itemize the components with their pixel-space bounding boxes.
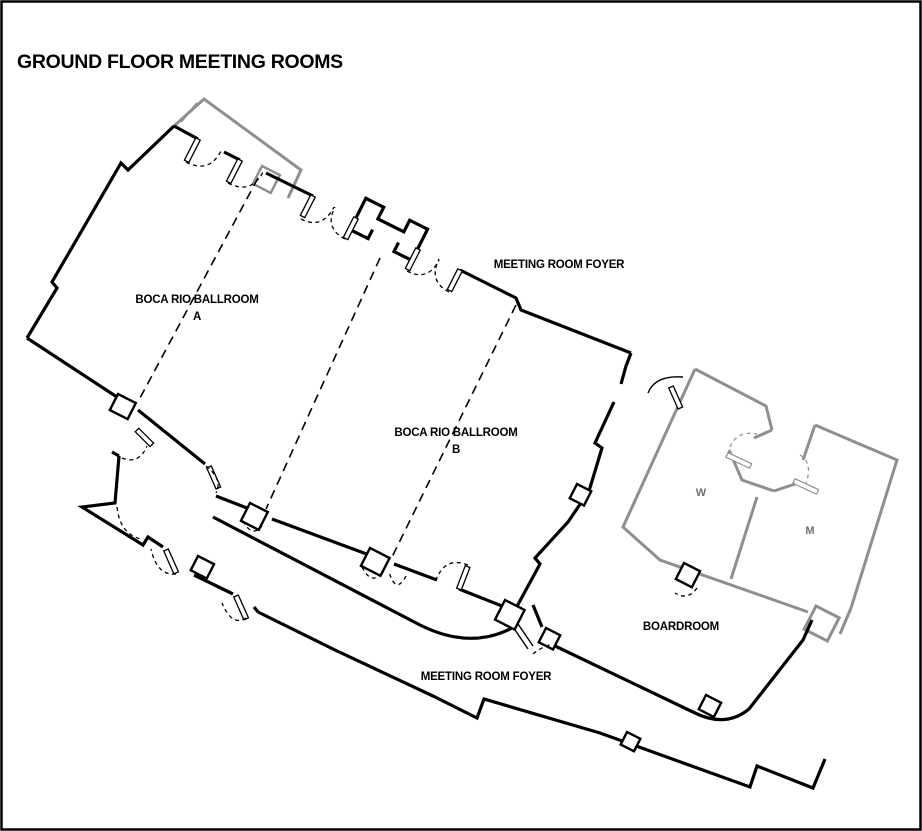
- door-leaf: [667, 385, 684, 410]
- restroom-w-door-jamb: [725, 451, 753, 470]
- door-swing-arc: [434, 258, 450, 293]
- door-leaf: [134, 427, 155, 448]
- door-leaf: [404, 246, 422, 272]
- restroom-divider-wall: [729, 496, 759, 580]
- wall-column: [568, 482, 593, 508]
- ballroom-a-bottom-wall: [26, 336, 207, 466]
- label-boardroom: BOARDROOM: [643, 621, 719, 633]
- door-swing-arcs: [116, 150, 698, 655]
- partition-line-3: [391, 304, 517, 558]
- restroom-m-door-jamb: [792, 477, 820, 496]
- stage-notch: [251, 164, 282, 195]
- door-swing-arc: [435, 561, 469, 581]
- door-swing-arc: [300, 206, 335, 224]
- wall-column: [189, 554, 216, 581]
- door-swing-arc: [388, 571, 407, 586]
- label-ballroom-b: BOCA RIO BALLROOM: [394, 427, 517, 439]
- door-leaves: [134, 136, 684, 621]
- door-leaf: [162, 548, 180, 575]
- partition-pocket: [239, 501, 270, 532]
- door-swing-arc: [242, 520, 263, 532]
- foyer-inner-wall: [212, 515, 513, 640]
- door-leaf: [225, 157, 244, 185]
- label-restroom-women: W: [696, 487, 707, 499]
- door-swing-arc: [150, 548, 177, 575]
- ballroom-b-right-wall: [513, 352, 633, 611]
- door-block: [697, 693, 723, 719]
- door-leaf: [183, 136, 202, 164]
- corridor-wall: [621, 368, 809, 614]
- restroom-w-door-arc: [729, 432, 758, 448]
- page-title: GROUND FLOOR MEETING ROOMS: [17, 51, 343, 73]
- label-foyer-lower: MEETING ROOM FOYER: [421, 671, 552, 683]
- label-foyer-upper: MEETING ROOM FOYER: [494, 259, 625, 271]
- label-ballroom-a: BOCA RIO BALLROOM: [135, 294, 258, 306]
- restroom-w-walls: [694, 367, 774, 440]
- exterior-zigzag-wall: [257, 610, 827, 791]
- door-swing-arc: [116, 506, 142, 540]
- door-swing-arc: [205, 465, 219, 494]
- ballroom-b-bottom-wall: [215, 494, 513, 612]
- room-labels: BOCA RIO BALLROOM A BOCA RIO BALLROOM B …: [135, 259, 814, 683]
- door-block: [674, 561, 702, 589]
- door-swing-arc: [532, 643, 554, 655]
- ballroom-a-left-wall: [25, 124, 176, 339]
- partition-line-2: [265, 257, 381, 510]
- secondary-structures: [172, 97, 899, 643]
- left-block-walls: [77, 450, 260, 613]
- door-swing-arc: [674, 587, 698, 597]
- restroom-m-door-arc: [799, 454, 810, 485]
- stage-ramp-line: [180, 102, 198, 123]
- door-leaf: [232, 594, 250, 621]
- label-ballroom-a-section: A: [193, 311, 201, 323]
- partition-pocket: [108, 392, 138, 421]
- foyer-door-jamb: [512, 623, 534, 650]
- boardroom-wall-stub: [531, 604, 544, 628]
- top-wall-right: [459, 268, 632, 355]
- restroom-m-bump: [802, 603, 842, 643]
- partition-line-1: [139, 177, 259, 399]
- label-restroom-men: M: [805, 525, 814, 537]
- restroom-m-walls: [801, 423, 899, 609]
- door-swing-arc-solid: [647, 376, 684, 394]
- partition-pocket: [359, 546, 392, 578]
- door-swing-arc: [221, 602, 247, 622]
- door-swing-arc: [361, 566, 384, 579]
- partition-lines: [139, 177, 517, 558]
- label-ballroom-b-section: B: [452, 444, 460, 456]
- door-swing-arc: [121, 445, 148, 461]
- door-leaf: [446, 267, 464, 293]
- door-leaf: [342, 215, 360, 241]
- partition-pocket: [493, 598, 527, 632]
- door-leaf: [299, 193, 317, 219]
- door-swing-arc: [406, 259, 440, 276]
- boardroom-bottom-wall: [552, 619, 814, 722]
- door-swing-arc: [185, 150, 222, 167]
- door-leaf: [455, 564, 471, 591]
- primary-walls: [25, 124, 827, 791]
- door-swing-arc: [330, 206, 346, 240]
- door-swing-arc: [227, 171, 264, 188]
- restroom-m-bottom: [838, 607, 853, 635]
- wall-column: [619, 730, 642, 753]
